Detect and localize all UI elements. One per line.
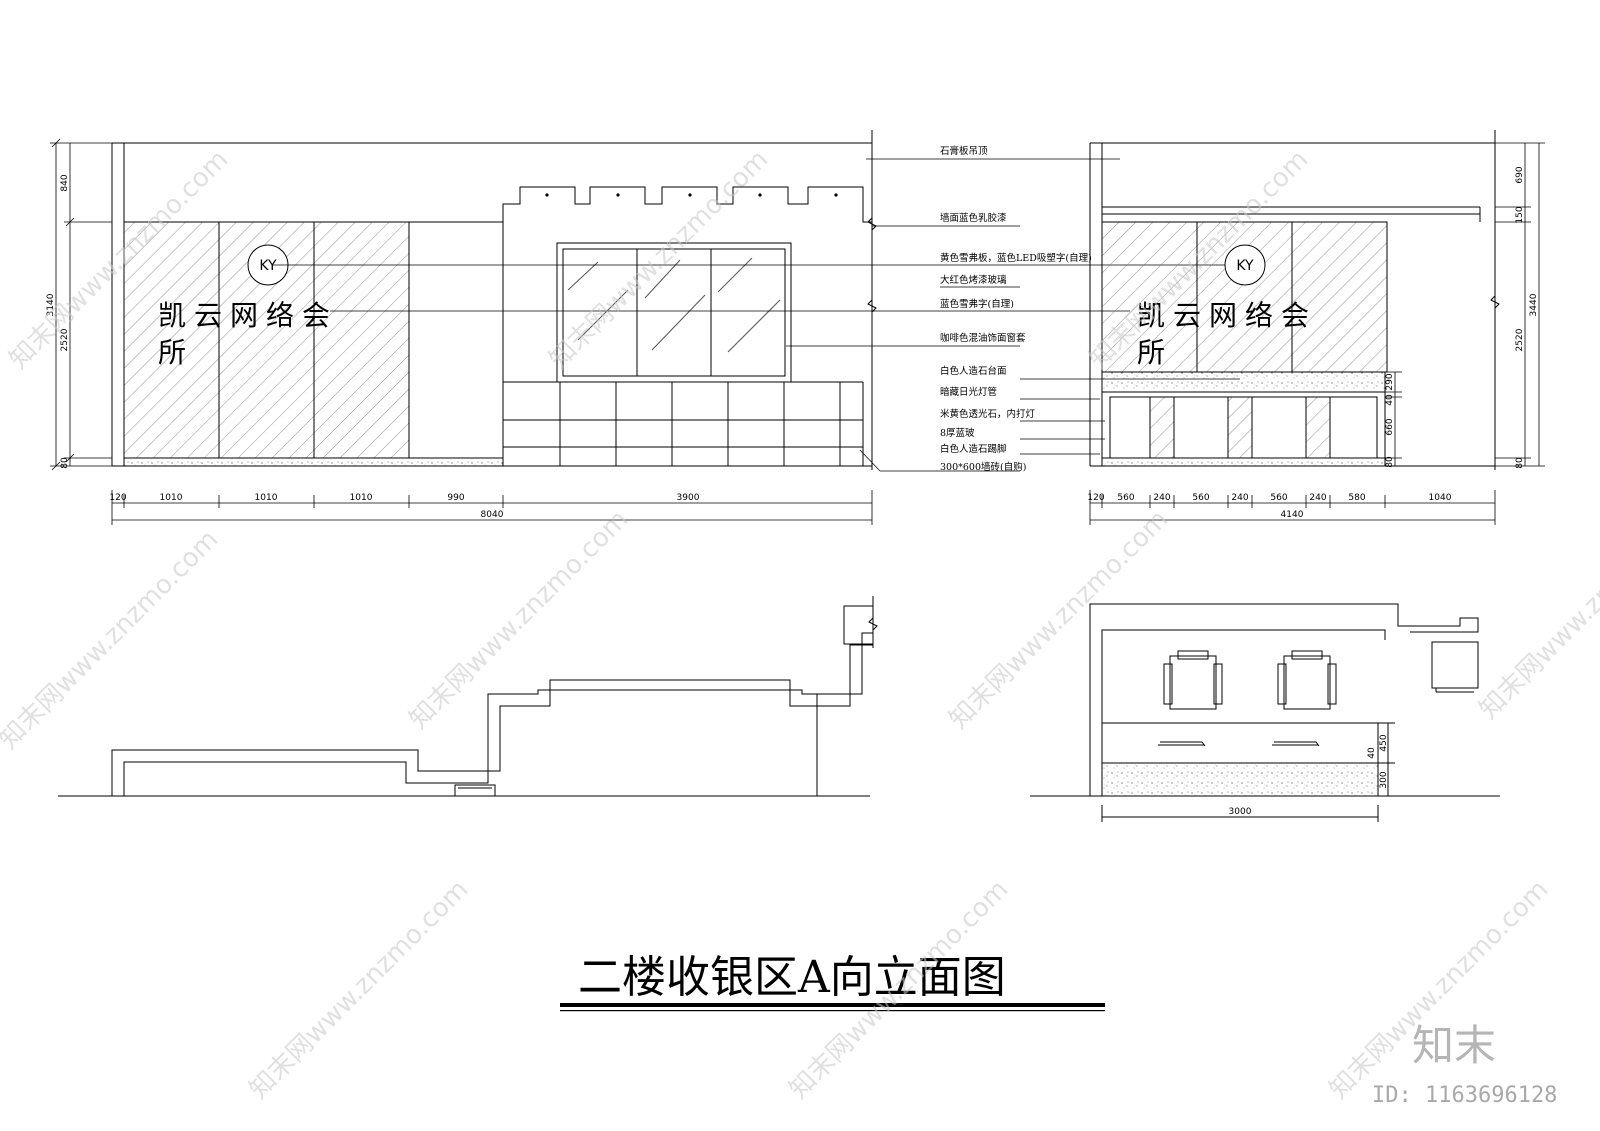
watermark-text: 知末网www.znzmo.com [0,524,224,755]
sign-panel-3 [313,221,410,459]
dim-section-450: 450 [1379,734,1389,751]
note-stone-countertop: 白色人造石台面 [940,365,1007,377]
dim-right-2520: 2520 [1515,328,1525,351]
note-red-glass: 大红色烤漆玻璃 [940,274,1007,286]
dim-right-40: 40 [1385,394,1395,406]
dim-right-h-240b: 240 [1231,493,1248,503]
dim-left-2520: 2520 [60,328,70,351]
sign-text-left-line2: 所 [158,336,194,369]
dim-left-3140: 3140 [46,293,56,316]
left-horizontal-dimensions [111,490,873,525]
dim-section-40: 40 [1367,747,1377,759]
note-wall-paint: 墙面蓝色乳胶漆 [940,212,1007,224]
dim-right-total: 4140 [1281,510,1304,520]
dim-right-150: 150 [1515,206,1525,223]
dim-left-total: 8040 [481,510,504,520]
note-wall-tile: 300*600墙砖(自购) [940,461,1026,473]
sign-text-right-line1: 凯云网络会 [1137,299,1317,332]
right-vertical-dimensions [1385,142,1545,467]
dim-right-h-560a: 560 [1117,493,1134,503]
dim-right-h-240c: 240 [1309,493,1326,503]
sign-text-left-line1: 凯云网络会 [158,299,338,332]
right-skirting [1101,457,1386,467]
dim-left-h-1010a: 1010 [160,493,183,503]
dim-left-80: 80 [60,457,70,469]
dim-left-840: 840 [60,174,70,191]
title-underline-thick [560,1003,1105,1007]
dim-right-h-560b: 560 [1192,493,1209,503]
dim-right-h-240a: 240 [1153,493,1170,503]
title-underline-thin [560,1010,1105,1012]
dim-left-h-990: 990 [447,493,464,503]
note-led-letters: 黄色雪弗板，蓝色LED吸塑字(自理) [940,252,1092,264]
note-translucent-stone: 米黄色透光石，内打灯 [940,408,1036,420]
note-window-casing: 咖啡色混油饰面窗套 [940,332,1026,344]
drawing-title: 二楼收银区A向立面图 [578,952,1006,1003]
counter-section [1030,603,1500,822]
watermark-text: 知末网www.znzmo.com [404,504,635,735]
logo-letters-left: KY [259,258,277,274]
note-blue-letters: 蓝色雪弗字(自理) [940,298,1014,310]
dim-left-h-120: 120 [109,493,126,503]
note-blue-glass: 8厚蓝玻 [940,427,975,439]
sign-text-right-line2: 所 [1137,336,1173,369]
image-id-watermark: ID: 1163696128 [1372,1083,1557,1108]
plan-view [58,596,878,797]
watermark-text: 知末网www.znzmo.com [1324,874,1555,1105]
dim-right-h-580: 580 [1348,493,1365,503]
wall-cabinet [1431,641,1479,689]
dim-right-h-1040: 1040 [1429,493,1452,503]
dim-right-80a: 80 [1385,456,1395,468]
counter-drawer-row [1101,722,1379,764]
dim-left-h-1010c: 1010 [350,493,373,503]
dim-section-300: 300 [1379,771,1389,788]
dim-left-h-1010b: 1010 [255,493,278,503]
note-gypsum-ceiling: 石膏板吊顶 [940,145,988,157]
dim-left-h-3900: 3900 [677,493,700,503]
left-vertical-dimensions [50,138,112,471]
downlight-markers [545,193,838,197]
chair-1 [1163,650,1223,710]
right-sign-panel-3 [1291,221,1388,373]
plan-cabinet [454,784,496,797]
counter-base-stone [1101,762,1379,797]
logo-circle-right [1224,244,1266,286]
dim-right-660: 660 [1385,418,1395,435]
dim-right-3440: 3440 [1529,293,1539,316]
dim-right-h-560c: 560 [1270,493,1287,503]
dim-right-80b: 80 [1515,457,1525,469]
dim-right-290: 290 [1385,373,1395,390]
note-skirting: 白色人造石踢脚 [940,443,1007,455]
note-hidden-light: 暗藏日光灯管 [940,386,997,398]
annotation-labels: 石膏板吊顶 墙面蓝色乳胶漆 黄色雪弗板，蓝色LED吸塑字(自理) 大红色烤漆玻璃… [940,145,1092,473]
watermark-text: 知末网www.znzmo.com [944,504,1175,735]
brand-watermark: 知末 [1412,1021,1496,1070]
dim-right-h-120: 120 [1087,493,1104,503]
logo-letters-right: KY [1236,258,1254,274]
watermark-text: 知末网www.znzmo.com [244,874,475,1105]
annotation-leaders [273,158,1240,472]
skirting-strip [123,457,504,467]
countertop-stone [1101,371,1386,393]
chair-2 [1277,650,1337,710]
left-elevation [111,130,877,470]
sign-panel-1 [123,221,220,459]
right-elevation [1089,130,1500,470]
watermark-text: 知末网www.znzmo.com [1474,494,1600,725]
dim-right-690: 690 [1515,166,1525,183]
dim-section-width: 3000 [1229,807,1252,817]
right-horizontal-dimensions [1089,490,1496,525]
right-sign-panel-1 [1101,221,1198,373]
